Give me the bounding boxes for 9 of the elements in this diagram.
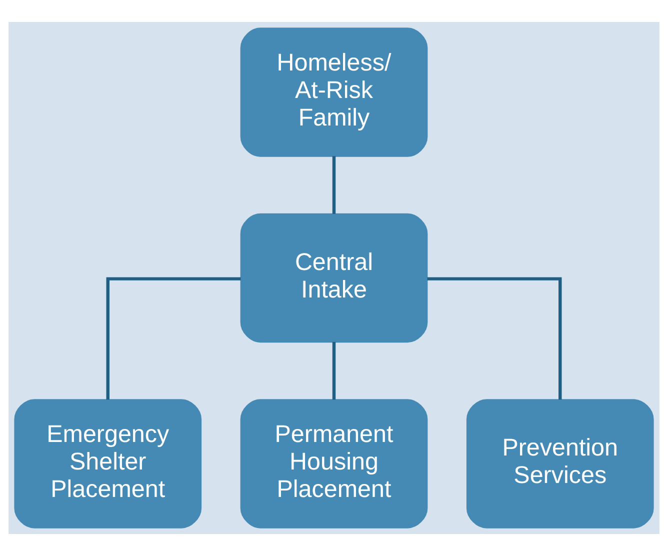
connector [427,276,562,400]
connector [332,156,336,214]
connector [106,276,241,400]
node-box: Permanent Housing Placement [240,398,428,528]
node-box: Prevention Services [466,398,654,528]
connector [332,341,336,400]
node-box: Emergency Shelter Placement [14,398,202,528]
node-box: Central Intake [240,212,428,342]
node-box: Homeless/ At-Risk Family [240,27,428,156]
